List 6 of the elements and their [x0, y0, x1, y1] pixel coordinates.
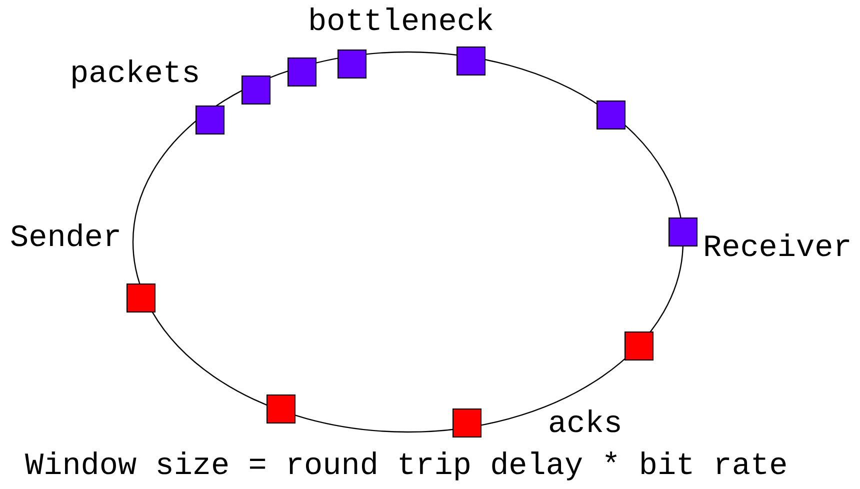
packets-label: packets	[70, 58, 200, 92]
sender-label: Sender	[10, 222, 122, 256]
acks-label: acks	[548, 408, 622, 442]
receiver-label: Receiver	[703, 232, 852, 266]
caption: Window size = round trip delay * bit rate	[25, 450, 788, 484]
bottleneck-label: bottleneck	[308, 6, 494, 40]
